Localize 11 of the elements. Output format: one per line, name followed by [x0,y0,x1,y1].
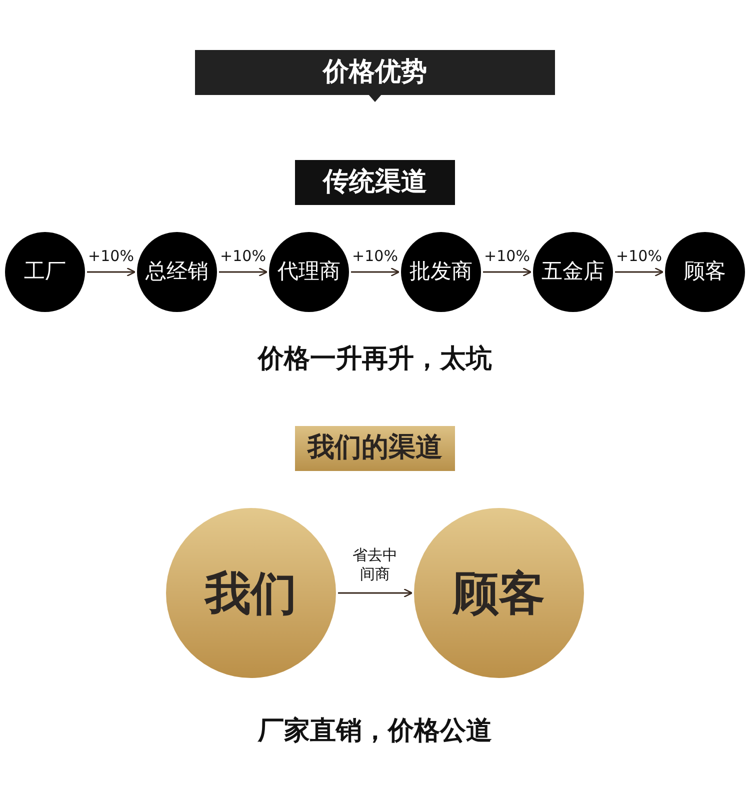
tagline: 厂家直销，价格公道 [256,715,493,748]
section-header: 我们的渠道 [295,426,455,471]
title: 价格优势 [323,56,427,89]
arrow [338,588,413,598]
arrow [615,267,664,277]
arrow [483,267,532,277]
arrow [219,267,268,277]
arrow [351,267,400,277]
arrow [87,267,136,277]
section-header: 传统渠道 [295,160,455,205]
tagline: 价格一升再升，太坑 [256,343,493,376]
